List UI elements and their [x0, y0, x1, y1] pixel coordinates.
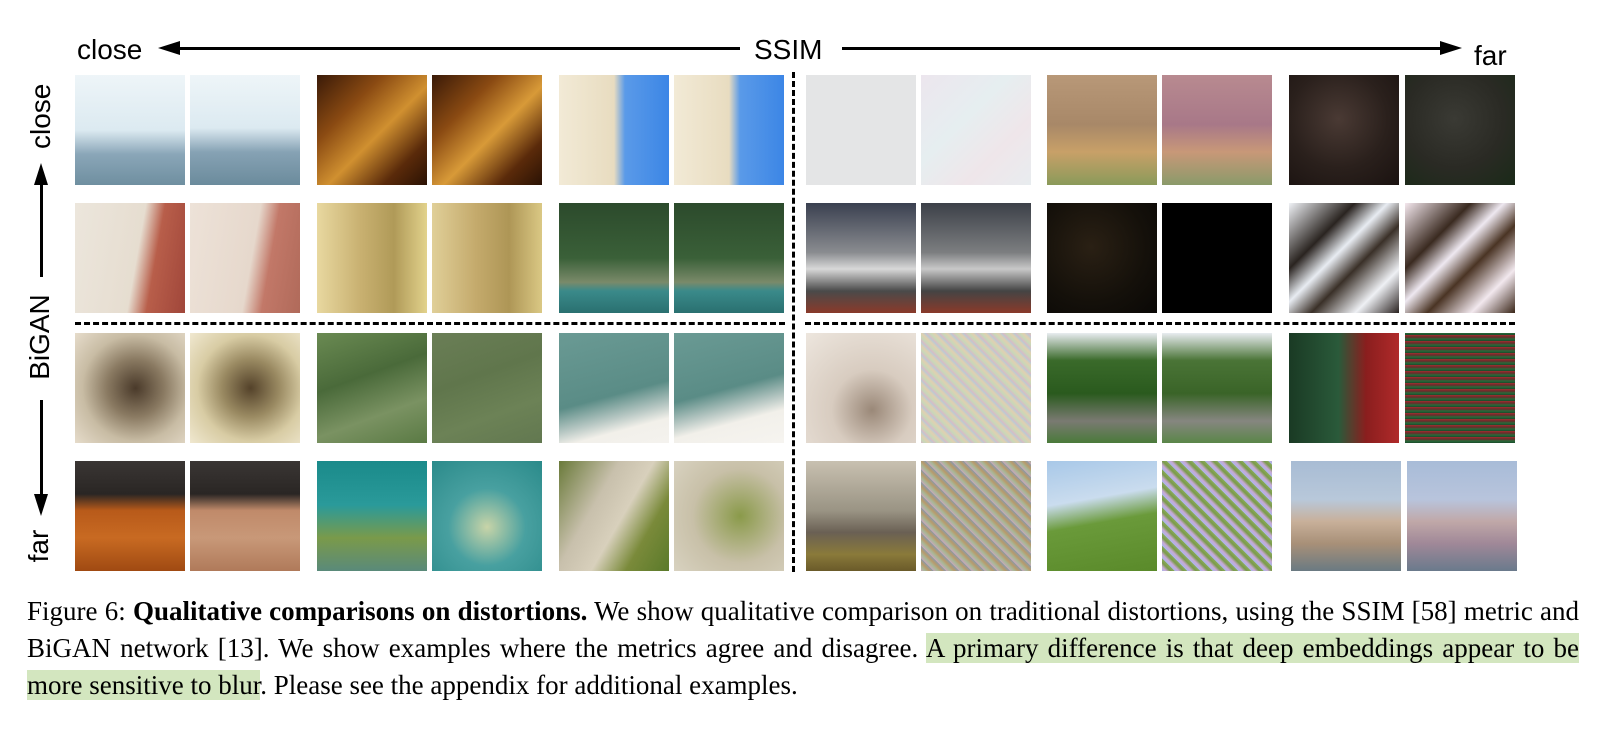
- tile-r4c9: [1047, 461, 1157, 571]
- figure-caption: Figure 6: Qualitative comparisons on dis…: [27, 593, 1579, 704]
- tile-r1c9: [1047, 75, 1157, 185]
- tile-r4c1: [75, 461, 185, 571]
- tile-r3c10: [1162, 333, 1272, 443]
- ssim-left-axis-line: [175, 47, 740, 50]
- tile-r1c1: [75, 75, 185, 185]
- tile-r3c5: [559, 333, 669, 443]
- tile-r1c11: [1289, 75, 1399, 185]
- ssim-close-label: close: [77, 34, 143, 65]
- tile-r4c12: [1407, 461, 1517, 571]
- vertical-divider: [792, 72, 795, 572]
- ssim-right-axis-line: [842, 47, 1442, 50]
- tile-r3c3: [317, 333, 427, 443]
- bigan-close-label: close: [25, 83, 56, 149]
- tile-r3c12: [1405, 333, 1515, 443]
- tile-r4c4: [432, 461, 542, 571]
- right-horizontal-divider: [805, 322, 1515, 325]
- bigan-lower-axis-line: [40, 400, 43, 495]
- tile-r1c5: [559, 75, 669, 185]
- tile-r4c10: [1162, 461, 1272, 571]
- bigan-far-label: far: [23, 529, 54, 563]
- tile-r3c11: [1289, 333, 1399, 443]
- figure-label: Figure 6:: [27, 596, 126, 626]
- tile-r2c10: [1162, 203, 1272, 313]
- tile-r2c2: [190, 203, 300, 313]
- left-horizontal-divider: [75, 322, 785, 325]
- bigan-axis-label: BiGAN: [24, 294, 55, 380]
- bigan-up-arrowhead: [34, 163, 48, 185]
- tile-r1c12: [1405, 75, 1515, 185]
- figure-6: close SSIM far close BiGAN far: [23, 34, 1517, 572]
- tile-r4c3: [317, 461, 427, 571]
- tile-r3c6: [674, 333, 784, 443]
- tile-r2c9: [1047, 203, 1157, 313]
- caption-end: . Please see the appendix for additional…: [260, 670, 798, 700]
- tile-r2c3: [317, 203, 427, 313]
- tile-r3c7: [806, 333, 916, 443]
- tile-r3c1: [75, 333, 185, 443]
- tile-r1c8: [921, 75, 1031, 185]
- tile-r2c4: [432, 203, 542, 313]
- tile-r3c2: [190, 333, 300, 443]
- tile-r4c5: [559, 461, 669, 571]
- tile-r3c9: [1047, 333, 1157, 443]
- tile-r4c6: [674, 461, 784, 571]
- tile-r3c4: [432, 333, 542, 443]
- tile-r2c1: [75, 203, 185, 313]
- tile-r1c10: [1162, 75, 1272, 185]
- bigan-down-arrowhead: [34, 494, 48, 516]
- tile-r2c6: [674, 203, 784, 313]
- tile-r1c3: [317, 75, 427, 185]
- ssim-left-arrowhead: [158, 41, 180, 55]
- tile-r4c7: [806, 461, 916, 571]
- tile-r4c2: [190, 461, 300, 571]
- tile-r1c2: [190, 75, 300, 185]
- tile-r3c8: [921, 333, 1031, 443]
- tile-r1c6: [674, 75, 784, 185]
- ssim-axis-label: SSIM: [754, 34, 823, 65]
- tile-r1c4: [432, 75, 542, 185]
- tile-r1c7: [806, 75, 916, 185]
- tile-r2c11: [1289, 203, 1399, 313]
- tile-r2c7: [806, 203, 916, 313]
- tile-r2c5: [559, 203, 669, 313]
- tile-r4c11: [1291, 461, 1401, 571]
- ssim-right-arrowhead: [1440, 41, 1462, 55]
- ssim-far-label: far: [1474, 40, 1507, 71]
- tile-r4c8: [921, 461, 1031, 571]
- bigan-upper-axis-line: [40, 180, 43, 277]
- caption-title: Qualitative comparisons on distortions.: [132, 596, 588, 626]
- tile-r2c12: [1405, 203, 1515, 313]
- tile-r2c8: [921, 203, 1031, 313]
- caption-body: We show qualitative comparison on tradit…: [27, 596, 1580, 663]
